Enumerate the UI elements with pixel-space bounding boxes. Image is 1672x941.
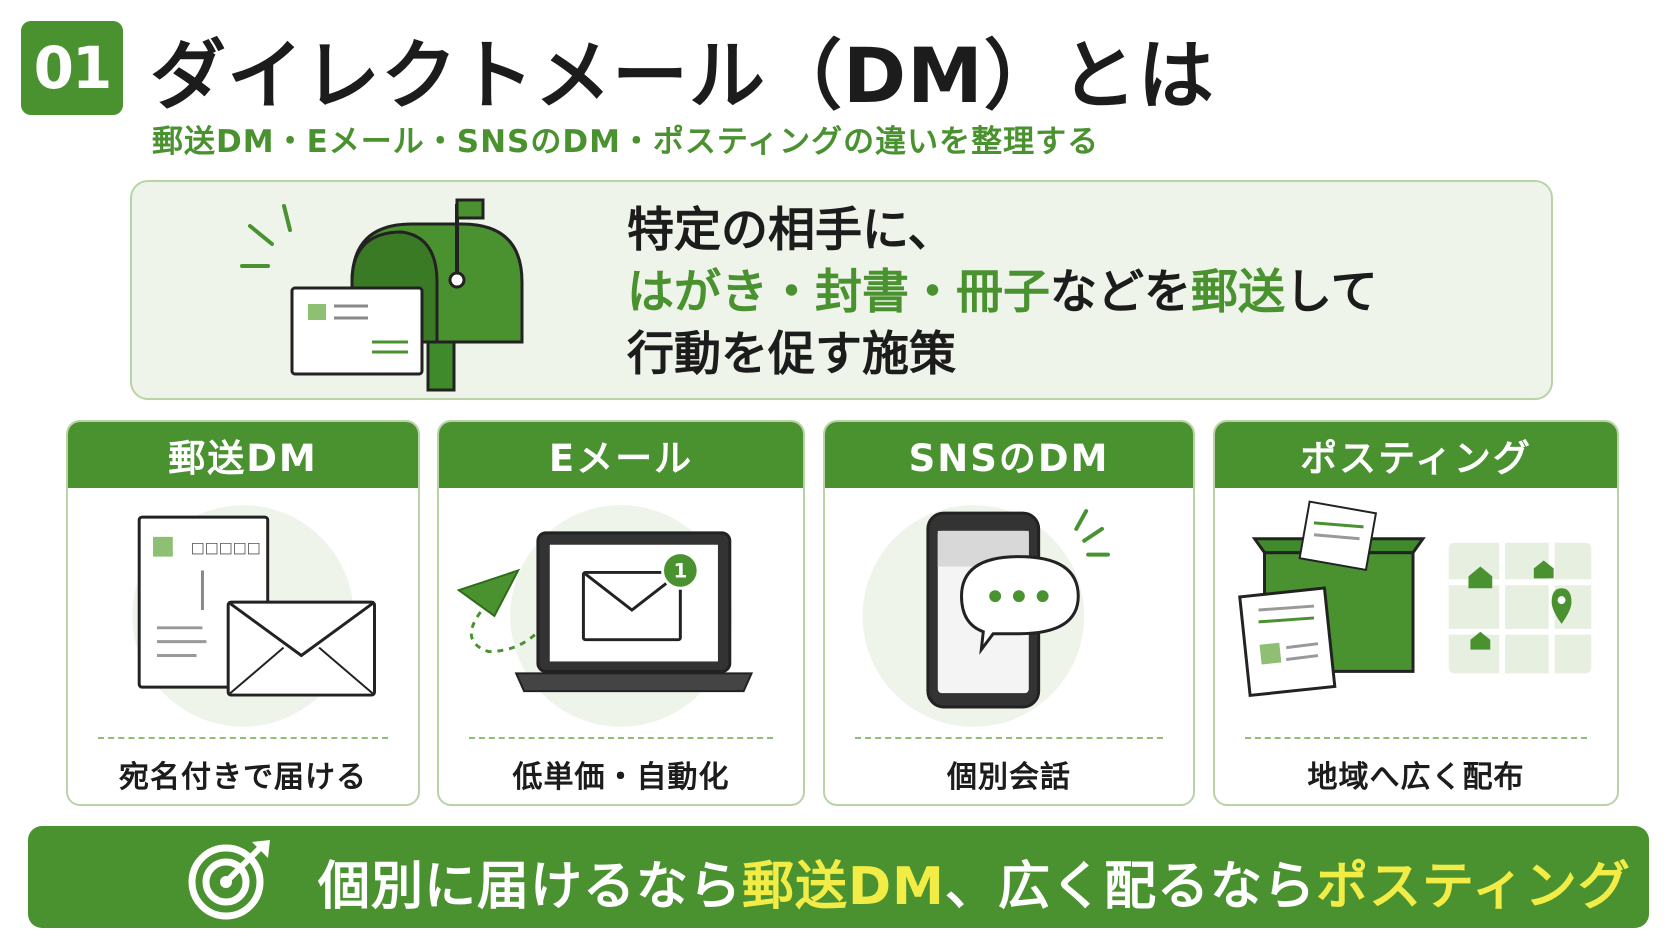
section-number-badge: 01 [21, 21, 123, 115]
page-title: ダイレクトメール（DM）とは [150, 31, 1215, 120]
definition-line-3: 行動を促す施策 [627, 327, 956, 382]
definition-highlight-mail: 郵送 [1191, 265, 1285, 320]
definition-connector: などを [1050, 265, 1191, 320]
card-caption: 地域へ広く配布 [1307, 760, 1525, 795]
definition-box: 特定の相手に、 はがき・封書・冊子などを郵送して 行動を促す施策 [130, 180, 1553, 400]
summary-bar: 個別に届けるなら郵送DM、広く配るならポスティング [28, 826, 1649, 928]
definition-line-2-end: して [1285, 265, 1378, 320]
card-email: Eメール 1 低単価・自動化 [437, 420, 805, 806]
card-divider [98, 737, 388, 739]
summary-text: 個別に届けるなら郵送DM、広く配るならポスティング [318, 844, 1631, 919]
card-caption: 個別会話 [947, 760, 1071, 795]
postcard-envelope-icon: □□□□□ [132, 505, 376, 727]
smartphone-chat-icon [862, 505, 1110, 727]
card-title: SNSのDM [825, 422, 1193, 488]
notification-badge: 1 [673, 559, 687, 582]
laptop-mail-icon: 1 [456, 505, 754, 727]
card-sns-dm: SNSのDM 個別会話 [823, 420, 1195, 806]
target-icon [188, 840, 270, 920]
summary-highlight-postal-dm: 郵送DM [742, 857, 945, 917]
posting-box-map-icon [1238, 500, 1592, 698]
card-posting: ポスティング 地域へ広く配布 [1213, 420, 1619, 806]
page-subtitle: 郵送DM・Eメール・SNSのDM・ポスティングの違いを整理する [152, 124, 1100, 160]
postal-code-boxes: □□□□□ [191, 540, 261, 557]
summary-part-1: 個別に届けるなら [318, 857, 743, 917]
definition-line-2: はがき・封書・冊子などを郵送して [627, 262, 1378, 324]
card-postal-dm: 郵送DM □□□□□ 宛名付きで届ける [66, 420, 420, 806]
card-title: 郵送DM [68, 422, 418, 488]
definition-highlight-media: はがき・封書・冊子 [627, 265, 1050, 320]
card-caption: 宛名付きで届ける [119, 760, 367, 795]
card-divider [1245, 737, 1587, 739]
card-title: Eメール [439, 422, 803, 488]
mailbox-icon [240, 198, 524, 392]
summary-part-2: 、広く配るなら [944, 857, 1316, 917]
summary-highlight-posting: ポスティング [1315, 857, 1631, 917]
card-divider [469, 737, 773, 739]
card-title: ポスティング [1215, 422, 1617, 488]
card-divider [855, 737, 1163, 739]
definition-line-1: 特定の相手に、 [627, 203, 955, 258]
definition-text: 特定の相手に、 はがき・封書・冊子などを郵送して 行動を促す施策 [627, 200, 1378, 386]
card-caption: 低単価・自動化 [512, 760, 730, 795]
